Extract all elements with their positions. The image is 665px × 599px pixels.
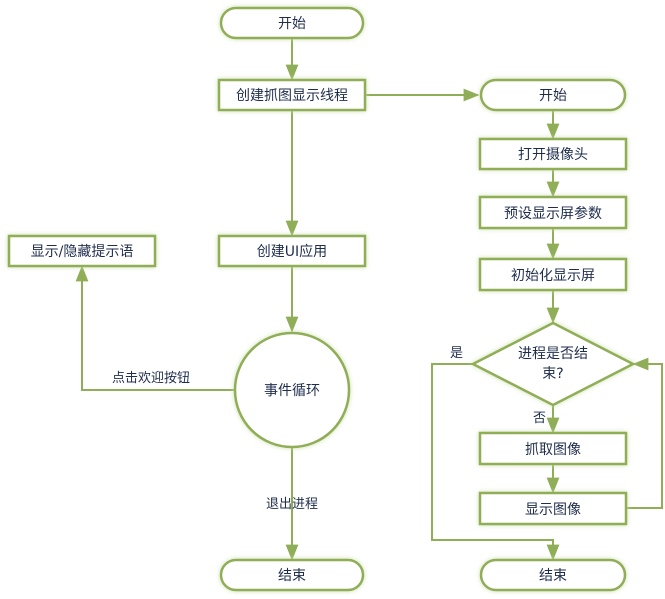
- node-create-ui-label: 创建UI应用: [257, 243, 327, 260]
- node-end-thread: 结束: [479, 558, 627, 592]
- node-end-main: 结束: [219, 558, 365, 592]
- node-preset-display-label: 预设显示屏参数: [504, 205, 602, 222]
- node-start-thread: 开始: [479, 78, 627, 112]
- node-event-loop: 事件循环: [233, 331, 351, 449]
- node-create-thread: 创建抓图显示线程: [217, 78, 367, 112]
- edge-show-to-decision-loop: [626, 357, 663, 509]
- node-create-ui: 创建UI应用: [217, 234, 367, 268]
- node-capture-image: 抓取图像: [478, 431, 628, 466]
- node-show-image-label: 显示图像: [525, 502, 581, 518]
- node-decision-line1: 进程是否结: [518, 346, 588, 362]
- node-toggle-tip-label: 显示/隐藏提示语: [31, 244, 134, 260]
- node-end-thread-label: 结束: [539, 568, 567, 584]
- node-open-camera-label: 打开摄像头: [518, 146, 588, 163]
- edge-decision-yes-to-end: [431, 363, 560, 561]
- node-decision-line2: 束?: [542, 366, 563, 382]
- node-show-image: 显示图像: [478, 491, 628, 526]
- node-decision-process-end: 进程是否结 束?: [470, 321, 636, 407]
- node-open-camera: 打开摄像头: [478, 137, 628, 171]
- edge-event-loop-to-toggle-tip: [75, 265, 236, 391]
- node-init-display-label: 初始化显示屏: [511, 267, 595, 284]
- edge-label-yes: 是: [450, 346, 463, 361]
- node-capture-image-label: 抓取图像: [525, 442, 581, 458]
- node-create-thread-label: 创建抓图显示线程: [236, 88, 348, 104]
- node-init-display: 初始化显示屏: [478, 257, 628, 292]
- edge-label-exit-process: 退出进程: [266, 497, 318, 512]
- node-toggle-tip: 显示/隐藏提示语: [7, 234, 157, 268]
- node-event-loop-label: 事件循环: [264, 383, 320, 399]
- node-end-main-label: 结束: [278, 568, 306, 584]
- node-start-main-label: 开始: [278, 16, 306, 32]
- node-start-thread-label: 开始: [539, 88, 567, 104]
- edge-label-no: 否: [533, 411, 546, 426]
- node-start-main: 开始: [219, 6, 365, 40]
- edge-label-click-welcome: 点击欢迎按钮: [112, 371, 190, 386]
- node-preset-display: 预设显示屏参数: [478, 195, 628, 230]
